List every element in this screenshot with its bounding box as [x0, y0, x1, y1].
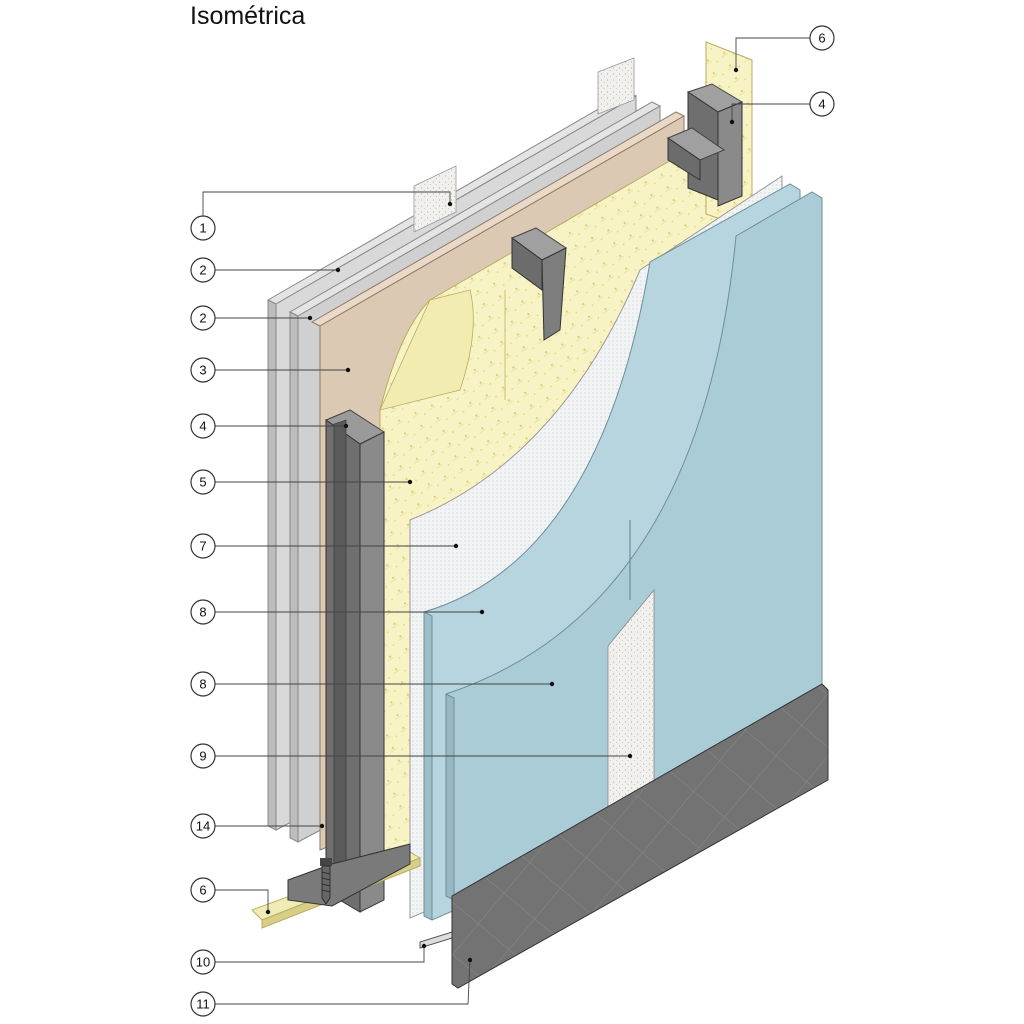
callout-left-5: 5	[190, 469, 216, 495]
callout-left-11: 6	[190, 877, 216, 903]
leader-dot	[627, 753, 633, 759]
cement-board-front	[445, 191, 823, 901]
callout-label: 6	[199, 883, 206, 898]
callout-label: 8	[199, 677, 206, 692]
steel-track-top	[510, 127, 726, 341]
leader-dot	[319, 823, 325, 829]
leader-dot	[729, 119, 735, 125]
leader-dot	[447, 201, 453, 207]
callout-label: 5	[199, 475, 206, 490]
leader-dot	[549, 681, 555, 687]
leader-line	[731, 103, 810, 122]
callout-left-0: 1	[190, 215, 216, 241]
leader-dot	[733, 67, 739, 73]
callout-left-7: 8	[190, 599, 216, 625]
callout-left-6: 7	[190, 533, 216, 559]
callout-left-9: 9	[190, 743, 216, 769]
plaster-edge-top-left	[413, 57, 635, 233]
callout-label: 14	[196, 819, 210, 834]
leader-line	[735, 37, 810, 70]
leader-dot	[307, 315, 313, 321]
leader-dot	[265, 909, 271, 915]
callout-label: 1	[199, 221, 206, 236]
leader-dot	[453, 543, 459, 549]
callout-markers: 1 2 2 3 4 5 7 8 8 9 14 6 10 11 6 4	[190, 25, 835, 1017]
leader-dot	[345, 367, 351, 373]
callout-label: 4	[199, 419, 206, 434]
callout-right-1: 4	[809, 91, 835, 117]
callout-label: 8	[199, 605, 206, 620]
callout-label: 9	[199, 749, 206, 764]
leader-dot	[335, 267, 341, 273]
callout-left-2: 2	[190, 305, 216, 331]
callout-label: 4	[818, 97, 825, 112]
leader-dot	[467, 957, 473, 963]
callout-label: 7	[199, 539, 206, 554]
leader-dot	[421, 943, 427, 949]
callout-label: 11	[196, 997, 210, 1012]
leader-dot	[343, 423, 349, 429]
leader-line	[215, 946, 425, 963]
leader-line	[202, 191, 451, 216]
leader-lines	[202, 37, 810, 1005]
leader-dot	[407, 479, 413, 485]
callout-left-1: 2	[190, 257, 216, 283]
callout-label: 3	[199, 363, 206, 378]
diagram-title: Isométrica	[190, 2, 306, 30]
steel-stud-front	[324, 409, 386, 913]
skirting-panel	[451, 683, 829, 989]
screw-icon	[320, 858, 332, 905]
callout-left-8: 8	[190, 671, 216, 697]
callout-left-4: 4	[190, 413, 216, 439]
callout-label: 6	[818, 31, 825, 46]
callout-right-0: 6	[809, 25, 835, 51]
callout-left-10: 14	[190, 813, 216, 839]
callout-left-12: 10	[190, 949, 216, 975]
callout-label: 2	[199, 311, 206, 326]
callout-label: 2	[199, 263, 206, 278]
callout-label: 10	[196, 955, 210, 970]
leader-line	[215, 889, 269, 912]
callout-left-13: 11	[190, 991, 216, 1017]
leader-line	[215, 959, 471, 1005]
leader-dot	[479, 609, 485, 615]
callout-left-3: 3	[190, 357, 216, 383]
base-track	[251, 843, 422, 929]
